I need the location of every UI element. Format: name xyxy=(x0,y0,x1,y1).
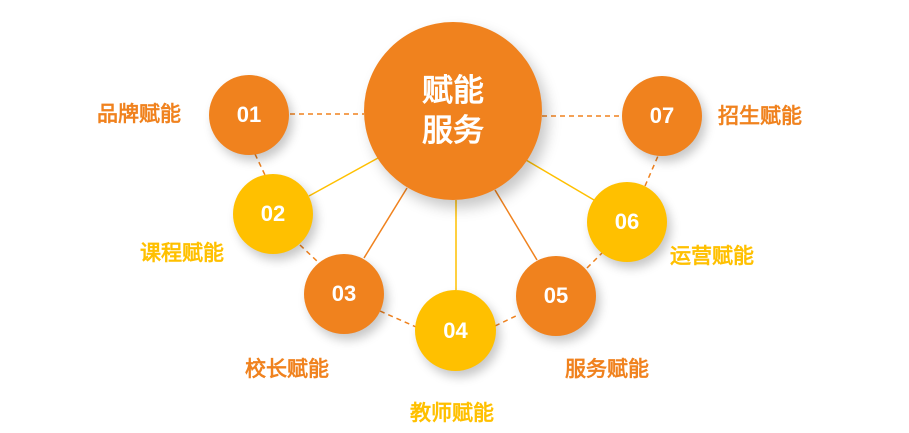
node-03-label: 校长赋能 xyxy=(245,357,329,381)
node-05-label: 服务赋能 xyxy=(565,357,649,381)
node-06-number: 06 xyxy=(614,209,640,234)
center-node: 赋能 服务 xyxy=(364,22,542,200)
solid-line-center-06 xyxy=(525,159,595,201)
node-01-number: 01 xyxy=(236,102,262,127)
node-01: 01 xyxy=(209,75,289,155)
node-06-label: 运营赋能 xyxy=(670,244,754,268)
node-07-number: 07 xyxy=(649,103,675,128)
node-04: 04 xyxy=(415,290,496,371)
node-04-label: 教师赋能 xyxy=(410,401,494,425)
node-07: 07 xyxy=(622,76,702,156)
dashed-line-04-05 xyxy=(494,314,519,327)
node-02-label: 课程赋能 xyxy=(140,241,224,265)
solid-line-center-03 xyxy=(363,187,408,259)
node-07-label: 招生赋能 xyxy=(718,104,802,128)
node-02-number: 02 xyxy=(260,201,286,226)
node-03-number: 03 xyxy=(331,281,357,306)
dashed-line-05-06 xyxy=(586,252,603,269)
dashed-line-01-02 xyxy=(254,153,266,176)
node-04-number: 04 xyxy=(443,317,468,343)
dashed-line-03-04 xyxy=(379,310,417,328)
node-01-label: 品牌赋能 xyxy=(97,102,181,126)
center-title-line2: 服务 xyxy=(422,113,484,149)
solid-line-center-05 xyxy=(494,189,538,261)
node-05: 05 xyxy=(516,256,596,336)
node-03: 03 xyxy=(304,254,384,334)
dashed-line-06-07 xyxy=(644,155,659,187)
node-05-number: 05 xyxy=(543,283,569,308)
node-06: 06 xyxy=(587,182,667,262)
solid-line-center-02 xyxy=(308,157,379,197)
center-title-line1: 赋能 xyxy=(422,73,484,109)
dashed-line-02-03 xyxy=(299,244,319,263)
node-02: 02 xyxy=(233,174,313,254)
